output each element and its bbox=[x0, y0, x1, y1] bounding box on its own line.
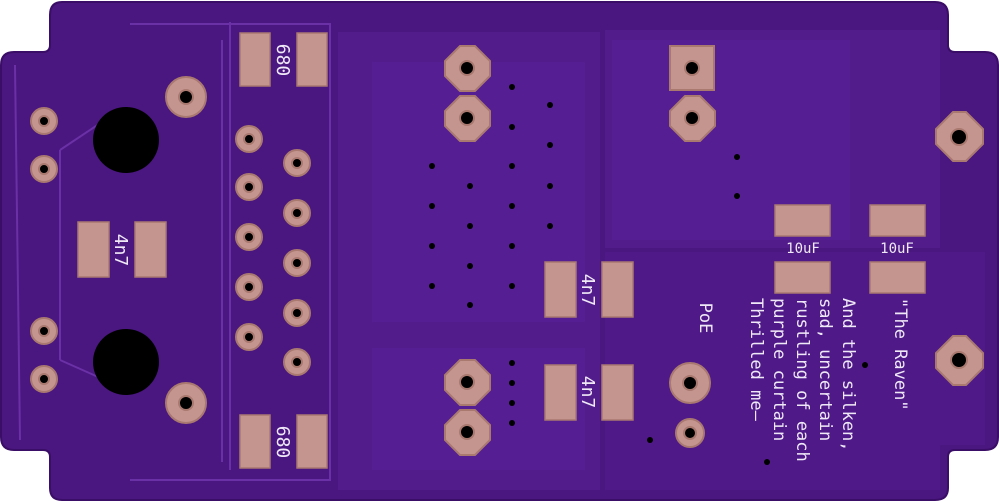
poem-line-4: purple curtain bbox=[769, 298, 789, 441]
poem-line-2: sad, uncertain bbox=[815, 298, 835, 441]
smd-pads bbox=[77, 32, 926, 469]
poem-line-1: And the silken, bbox=[838, 298, 858, 452]
resistor-label-top: 680 bbox=[272, 44, 293, 77]
mounting-hole-top bbox=[93, 107, 159, 173]
copper-zone-inner bbox=[372, 62, 585, 322]
traces bbox=[14, 22, 331, 481]
poem-line-3: rustling of each bbox=[792, 298, 812, 462]
capacitor-label-mid-bottom: 4n7 bbox=[577, 376, 598, 409]
copper-zone-lower bbox=[372, 348, 585, 470]
capacitor-label-left: 4n7 bbox=[110, 234, 131, 267]
mounting-hole-bottom bbox=[93, 329, 159, 395]
through-hole-pads bbox=[30, 45, 984, 456]
poem-line-5: Thrilled me— bbox=[746, 298, 766, 422]
capacitor-label-10uf-b: 10uF bbox=[880, 241, 914, 257]
capacitor-label-10uf-a: 10uF bbox=[786, 241, 820, 257]
capacitor-label-mid-top: 4n7 bbox=[577, 274, 598, 307]
resistor-label-bottom: 680 bbox=[272, 426, 293, 459]
poem-title: "The Raven" bbox=[890, 298, 910, 411]
mounting-holes bbox=[93, 107, 159, 395]
poe-label: PoE bbox=[695, 303, 715, 334]
vias bbox=[429, 84, 868, 465]
